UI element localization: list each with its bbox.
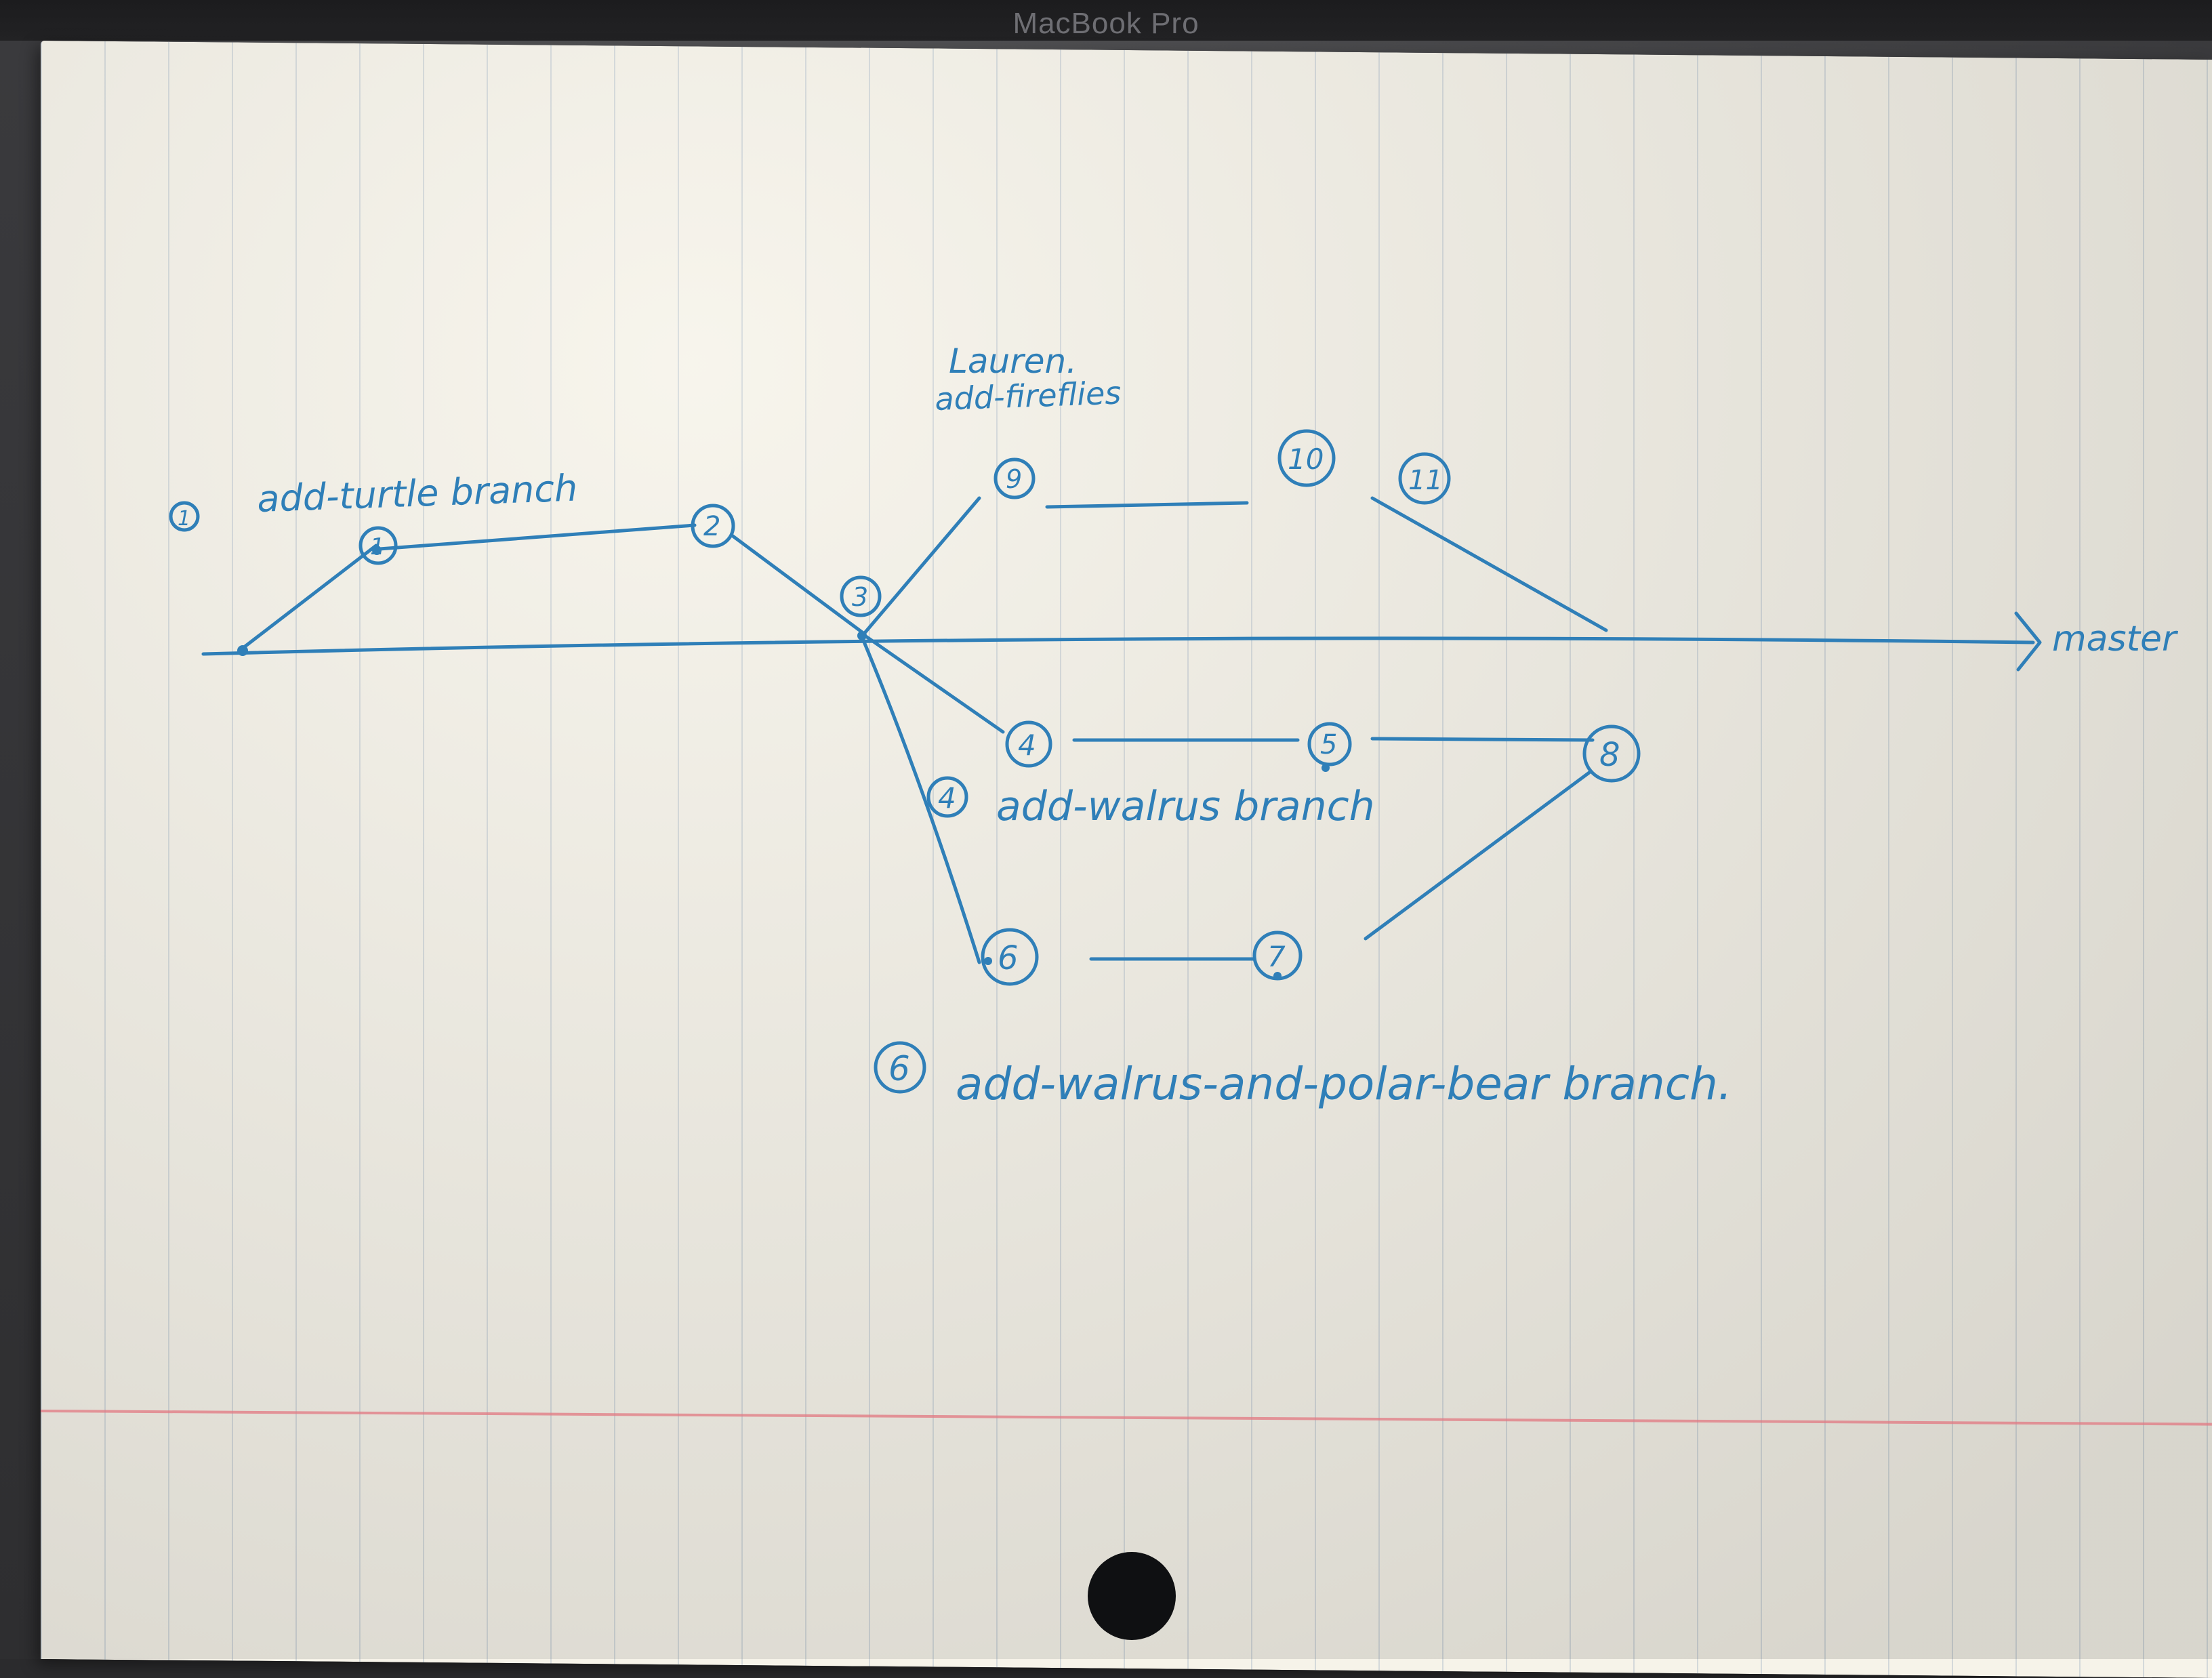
svg-text:7: 7 — [1267, 940, 1286, 973]
edge-c2-to-c3 — [730, 533, 866, 636]
commit-node-4: 4 — [1005, 720, 1052, 768]
branch-labels: 1 add-turtle branch Lauren. add-fireflie… — [169, 342, 1732, 1110]
commit-node-2: 2 — [691, 504, 735, 548]
turtle-branch-label: 1 add-turtle branch — [169, 467, 578, 532]
edges — [242, 496, 1608, 964]
svg-text:4: 4 — [1018, 729, 1036, 762]
svg-text:8: 8 — [1599, 736, 1620, 774]
master-line — [201, 636, 2035, 656]
turtle-branch-marker: 1 — [178, 507, 190, 531]
svg-text:2: 2 — [703, 511, 720, 542]
commit-node-9: 9 — [994, 457, 1036, 499]
svg-text:10: 10 — [1288, 443, 1324, 476]
master-arrowhead — [2014, 611, 2042, 672]
svg-text:6: 6 — [998, 939, 1019, 977]
laptop-bezel-label: MacBook Pro — [1012, 7, 1200, 40]
fireflies-branch-owner: Lauren. — [949, 342, 1077, 381]
turtle-branch-name: add-turtle branch — [256, 467, 578, 520]
svg-text:3: 3 — [852, 582, 868, 612]
polar-branch-name: add-walrus-and-polar-bear branch. — [956, 1058, 1732, 1110]
punch-hole — [1088, 1552, 1176, 1640]
master-trunk: master — [201, 611, 2179, 672]
commit-node-8: 8 — [1582, 724, 1641, 783]
walrus-branch-name: add-walrus branch — [996, 783, 1375, 830]
commit-nodes: 1 2 3 9 10 11 4 5 — [359, 429, 1641, 986]
polar-branch-label: 6 add-walrus-and-polar-bear branch. — [874, 1041, 1732, 1110]
edge-c5-to-c8 — [1370, 737, 1595, 742]
commit-node-11: 11 — [1398, 452, 1451, 505]
edge-c9-to-c10 — [1045, 501, 1249, 509]
svg-text:11: 11 — [1408, 465, 1443, 496]
svg-text:9: 9 — [1006, 464, 1022, 494]
fireflies-branch-label: Lauren. add-fireflies — [934, 342, 1122, 417]
commit-node-5: 5 — [1307, 722, 1352, 772]
commit-node-1: 1 — [359, 526, 398, 565]
commit-node-6: 6 — [981, 928, 1039, 986]
commit-node-10: 10 — [1277, 429, 1336, 487]
edge-c11-to-master — [1370, 496, 1608, 632]
master-label: master — [2052, 619, 2179, 659]
commit-node-7: 7 — [1252, 930, 1303, 981]
edge-c1-to-c2 — [377, 523, 697, 551]
edge-origin-to-c1 — [242, 544, 378, 649]
walrus-branch-marker: 4 — [938, 781, 956, 815]
fireflies-branch-name: add-fireflies — [934, 374, 1122, 417]
commit-node-3: 3 — [840, 575, 882, 640]
edge-c3-to-c4 — [860, 632, 1005, 734]
edge-c3-to-c6 — [860, 635, 981, 964]
svg-text:5: 5 — [1320, 729, 1337, 760]
edge-c3-to-c9 — [862, 496, 981, 636]
polar-branch-marker: 6 — [888, 1049, 910, 1088]
edge-c7-to-c8 — [1364, 771, 1591, 941]
walrus-branch-label: 4 add-walrus branch — [926, 776, 1375, 830]
svg-text:1: 1 — [370, 533, 385, 560]
